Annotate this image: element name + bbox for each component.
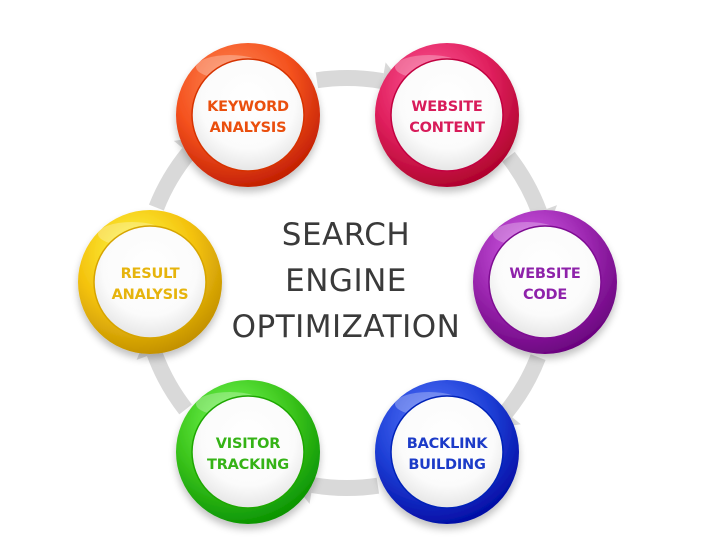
arrow-shaft (311, 477, 380, 496)
node-label-line-1: WEBSITE (509, 266, 580, 282)
node-label-line-1: VISITOR (216, 436, 280, 452)
node-inner (390, 395, 504, 509)
node-inner (93, 225, 207, 339)
node-label-line-2: BUILDING (408, 457, 485, 473)
cycle-nodes: KEYWORD ANALYSIS WEBSITE CONTENT WEBSITE CODE… (78, 43, 617, 524)
center-title-line-1: SEARCH (282, 217, 410, 253)
node-backlink-building: BACKLINK BUILDING (375, 380, 519, 524)
node-inner (488, 225, 602, 339)
node-label-line-1: RESULT (121, 266, 180, 282)
node-website-content: WEBSITE CONTENT (375, 43, 519, 187)
node-label-line-2: ANALYSIS (112, 287, 189, 303)
node-visitor-tracking: VISITOR TRACKING (176, 380, 320, 524)
arrow-shaft (502, 151, 547, 215)
arrow-shaft (146, 350, 192, 415)
node-inner (191, 58, 305, 172)
arrow-shaft (315, 70, 384, 89)
arrow-shaft (499, 354, 546, 418)
center-title: SEARCH ENGINE OPTIMIZATION (232, 217, 461, 345)
node-label-line-2: CONTENT (409, 120, 485, 136)
node-label-line-2: ANALYSIS (210, 120, 287, 136)
node-website-code: WEBSITE CODE (473, 210, 617, 354)
node-label-line-1: WEBSITE (411, 99, 482, 115)
center-title-line-2: ENGINE (285, 263, 407, 299)
node-inner (390, 58, 504, 172)
node-label-line-1: BACKLINK (407, 436, 489, 452)
node-inner (191, 395, 305, 509)
arrow-shaft (148, 147, 195, 211)
node-label-line-1: KEYWORD (207, 99, 289, 115)
node-label-line-2: CODE (523, 287, 567, 303)
node-label-line-2: TRACKING (207, 457, 289, 473)
node-result-analysis: RESULT ANALYSIS (78, 210, 222, 354)
center-title-line-3: OPTIMIZATION (232, 309, 461, 345)
node-keyword-analysis: KEYWORD ANALYSIS (176, 43, 320, 187)
